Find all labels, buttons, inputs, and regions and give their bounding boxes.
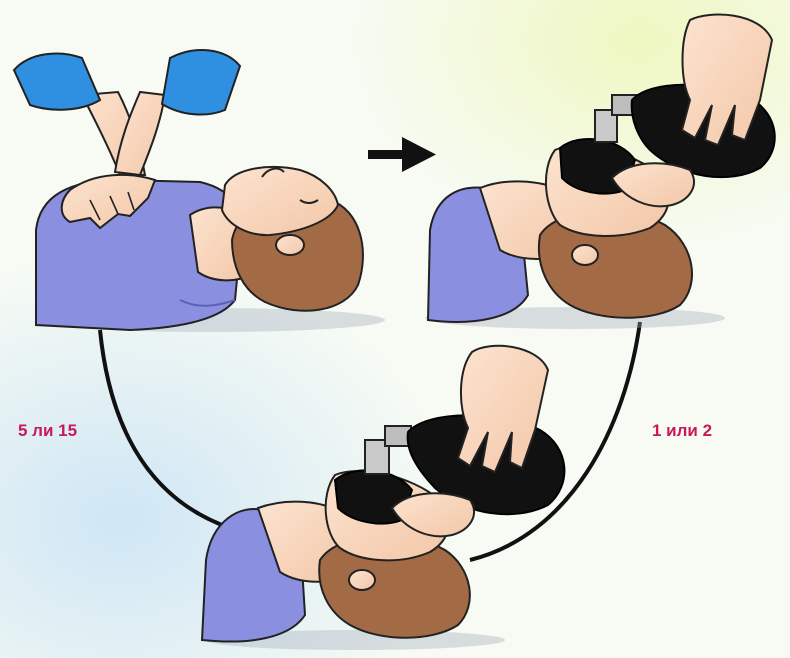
compressions-count-label: 5 ли 15 xyxy=(18,421,77,441)
bag-ventilation-top-scene xyxy=(425,15,775,329)
chest-compression-scene xyxy=(14,50,385,332)
right-arrow-icon xyxy=(368,137,436,172)
ventilations-count-label: 1 или 2 xyxy=(652,421,712,441)
bag-ventilation-bottom-scene xyxy=(202,346,564,650)
cycle-line-left xyxy=(100,330,230,528)
